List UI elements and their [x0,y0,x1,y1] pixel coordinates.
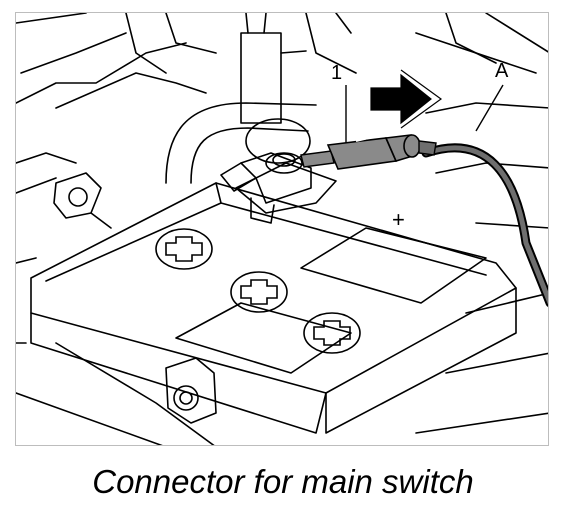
cell-cap-2 [230,271,288,313]
callout-label-a: A [495,60,509,82]
connector-plug [300,134,437,170]
cable-a-core [423,145,548,305]
battery-terminal [220,152,312,224]
battery-line-drawing [16,13,548,445]
battery-illustration: 1 A + [15,12,549,446]
leader-line-a [475,84,504,132]
battery-body [30,162,517,434]
cell-caps [155,228,361,354]
arrow-outline [400,69,443,129]
arrow-right-icon [370,73,432,125]
callout-label-1: 1 [331,62,343,84]
cell-cap-1 [155,228,213,270]
mounting-eye [165,357,217,424]
engine-bay-background [16,13,548,445]
coolant-hose [165,102,317,184]
figure-caption: Connector for main switch [92,463,474,500]
plus-terminal-marking: + [392,207,405,232]
cell-cap-3 [303,312,361,354]
